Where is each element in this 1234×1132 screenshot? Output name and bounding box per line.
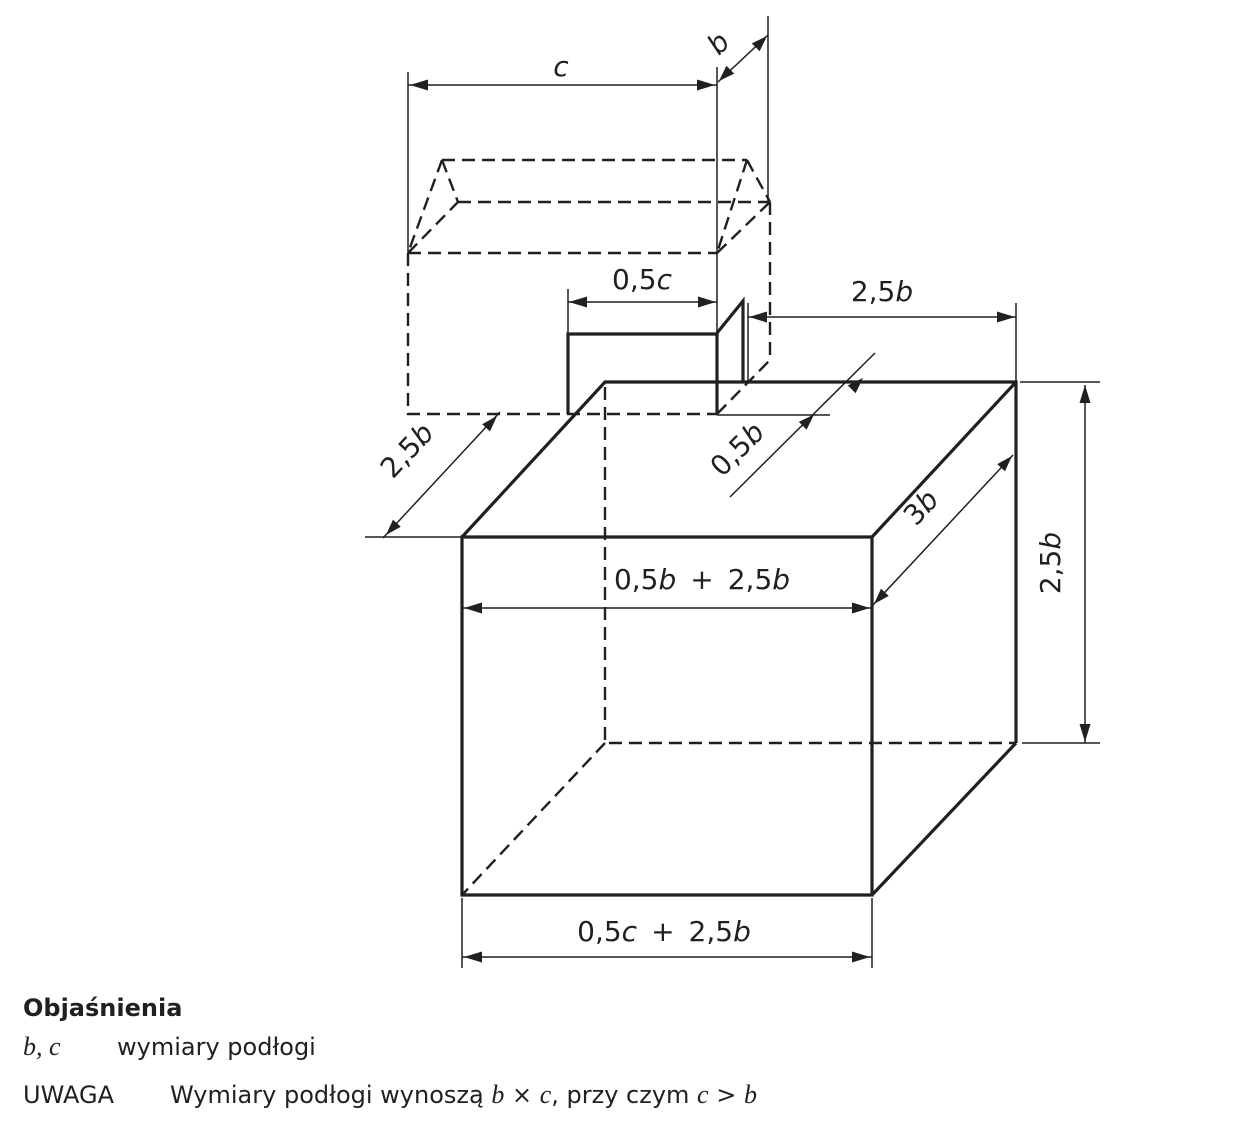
dim-label-three-b: 3b bbox=[897, 483, 945, 532]
clearance-box-hidden-edges bbox=[461, 387, 1016, 896]
extension-lines bbox=[365, 16, 1100, 968]
dimension-lines bbox=[382, 34, 1086, 958]
note-text: Wymiary podłogi wynoszą b × c, przy czym… bbox=[170, 1080, 757, 1109]
note-label: UWAGA bbox=[23, 1081, 114, 1109]
dimension-arrowheads bbox=[386, 36, 1091, 963]
legend-symbols-description: wymiary podłogi bbox=[117, 1033, 316, 1061]
dim-label-half-b: 0,5b bbox=[704, 416, 771, 483]
dim-label-half-c: 0,5c bbox=[612, 263, 673, 296]
dim-label-b: b bbox=[700, 25, 736, 61]
dim-label-bottom-sum: 0,5c+2,5b bbox=[577, 915, 751, 948]
appliance-solid-outline bbox=[566, 296, 745, 414]
dim-label-top-two-half-b: 2,5b bbox=[851, 275, 913, 308]
clearance-box-solid-edges bbox=[460, 380, 1018, 897]
dim-label-left-two-half-b: 2,5b bbox=[374, 416, 441, 484]
legend-symbols: b, c bbox=[23, 1032, 61, 1061]
dim-label-width-sum: 0,5b+2,5b bbox=[614, 563, 790, 596]
legend-note-row: UWAGA Wymiary podłogi wynoszą b × c, przy… bbox=[23, 1080, 757, 1110]
dim-label-right-two-half-b: 2,5b bbox=[1034, 532, 1067, 594]
dim-label-c: c bbox=[553, 50, 569, 83]
room-roof-hidden-outline bbox=[406, 158, 772, 416]
legend-heading: Objaśnienia bbox=[23, 994, 183, 1022]
legend-symbols-row: b, c wymiary podłogi bbox=[23, 1032, 316, 1062]
